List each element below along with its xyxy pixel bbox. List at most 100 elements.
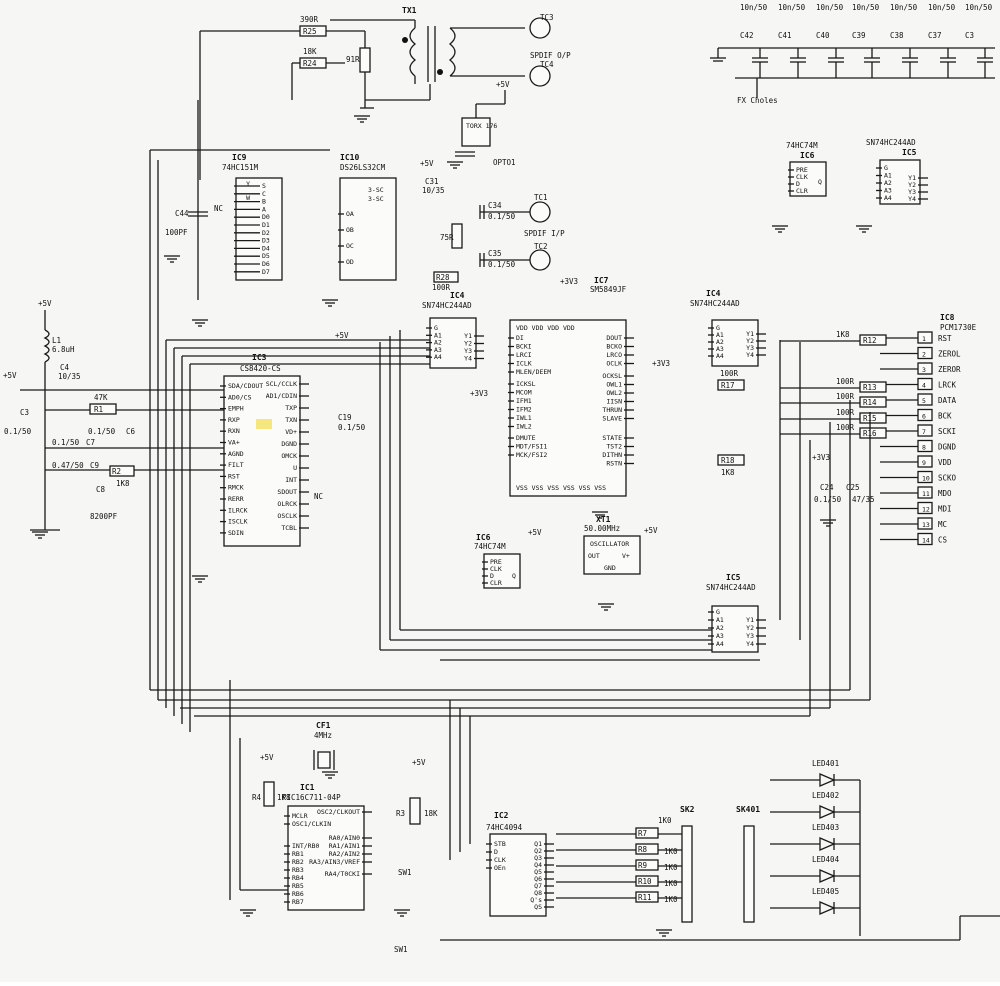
ic7-pin-label: RSTN	[606, 460, 622, 468]
ic4a-part: SN74HC244AD	[422, 301, 472, 310]
ic7-pin-label: TST2	[606, 443, 622, 451]
ic6a-pin-label: D	[796, 180, 800, 188]
output-resistors: 390R R25 18K R24 91R	[199, 15, 431, 180]
cap-ref: C37	[928, 31, 942, 40]
ic6b-5v: +5V	[528, 528, 542, 537]
ic9-pin-label: B	[262, 198, 266, 206]
c34-ref: C34	[488, 201, 502, 210]
ic4a-pin-label: Y3	[464, 347, 472, 355]
ic1-pin-label: RA1/AIN1	[329, 842, 360, 850]
led-label: LED402	[812, 791, 839, 800]
ic6b-pin-label: CLK	[490, 565, 502, 573]
ic10-pin-label: OB	[346, 226, 354, 234]
ic7-pin-label: DOUT	[606, 334, 622, 342]
ic8-pin-number: 1	[922, 335, 926, 343]
ic7-pin-label: IFM1	[516, 397, 532, 405]
ic7-3v3: +3V3	[560, 277, 578, 286]
ic8-pin-label: ZEROL	[938, 350, 961, 359]
series-resistor-value: 100R	[836, 377, 855, 386]
c4-ref: C4	[60, 363, 70, 372]
c24-value: 0.1/50	[814, 495, 842, 504]
tx1-ref: TX1	[402, 6, 417, 15]
ic5a-pin-label: A1	[884, 172, 892, 180]
l1-ref: L1	[52, 336, 61, 345]
r3-5v: +5V	[412, 758, 426, 767]
ic3-5v: +5V	[335, 331, 349, 340]
ic5a-pin-label: A4	[884, 194, 892, 202]
c9-ref: C9	[90, 461, 99, 470]
ic6b-pin-label: Q	[512, 572, 516, 580]
sw1-label-a: SW1	[398, 868, 412, 877]
ic1-pin-label: RB7	[292, 898, 304, 906]
ic10-5v: +5V	[420, 159, 434, 168]
sk401-connector: SK401	[736, 805, 760, 923]
ic2-pin-label: OEn	[494, 864, 506, 872]
ic8-pin-label: MDI	[938, 505, 952, 514]
ic6a-ref: IC6	[800, 151, 815, 160]
ic8-pin-label: ZEROR	[938, 365, 961, 374]
ic7-pin-label: IFM2	[516, 406, 532, 414]
ic3-pin-label: TCBL	[281, 524, 297, 532]
ic3-pin-label: RXN	[228, 427, 240, 435]
ic4b-part: SN74HC244AD	[690, 299, 740, 308]
ic2-pin-label: CLK	[494, 856, 506, 864]
ic3-part: CS8420-CS	[240, 364, 281, 373]
xt1-oscillator: XT1 50.00MHz OSCILLATOR OUT V+ GND +5V	[583, 515, 658, 575]
fixing-holes-note: FX Choles	[737, 96, 778, 105]
ic7-pin-label: IWL1	[516, 414, 532, 422]
ic7-ref: IC7	[594, 276, 609, 285]
ic1-pin-label: RB1	[292, 850, 304, 858]
ic5b-pin-label: Y2	[746, 624, 754, 632]
r25-ref: R25	[303, 27, 317, 36]
ic6a-part: 74HC74M	[786, 141, 818, 150]
ic1-5v: +5V	[260, 753, 274, 762]
ic7-filter: IC7 SM5849JF +3V3 VDD VDD VDD VDD VSS VS…	[470, 276, 670, 497]
r25-value: 390R	[300, 15, 319, 24]
tc2-jack	[529, 249, 551, 271]
ic7-pin-label: OCLK	[606, 360, 622, 368]
ic1-pin-label: RB6	[292, 890, 304, 898]
r1-ref: R1	[94, 405, 103, 414]
tc3-jack	[529, 17, 551, 39]
ic8-pin-number: 5	[922, 397, 926, 405]
ic1-pin-label: RA3/AIN3/VREF	[309, 858, 360, 866]
ic6b-pin-label: PRE	[490, 558, 502, 566]
ic9-part: 74HC151M	[222, 163, 259, 172]
ic10-pin-label: 3-SC	[368, 195, 384, 203]
series-resistor-value: 100R	[836, 423, 855, 432]
ic6a-pin-label: CLK	[796, 173, 808, 181]
c34-value: 0.1/50	[488, 212, 516, 221]
ic8-pin-label: RST	[938, 334, 952, 343]
r18-value: 1K8	[721, 468, 735, 477]
ic4b-pin-label: Y1	[746, 330, 754, 338]
ic6a-pin-label: CLR	[796, 187, 808, 195]
ic5a-pin-label: G	[884, 164, 888, 172]
ic7-pin-label: OCKSL	[602, 372, 622, 380]
decoupling-cap-bank: 10n/50C4210n/50C4110n/50C4010n/50C3910n/…	[710, 3, 995, 105]
ic2-pin-label: STB	[494, 840, 506, 848]
r1-value: 47K	[94, 393, 108, 402]
ic4a-ref: IC4	[450, 291, 465, 300]
ic2-part: 74HC4094	[486, 823, 523, 832]
ic7-pin-label: STATE	[602, 434, 622, 442]
cap-value: 10n/50	[890, 3, 918, 12]
ic3-analog-front: +5V L1 6.8uH +5V C4 10/35 C3 0.1/50 R1 4…	[3, 299, 224, 531]
c6-ref: C6	[126, 427, 136, 436]
c19-ref: C19	[338, 413, 352, 422]
ic7-vss: VSS VSS VSS VSS VSS VSS	[516, 484, 606, 492]
ic8-pin-number: 12	[922, 506, 930, 514]
xt1-5v: +5V	[644, 526, 658, 535]
ic2-pin-label: Q4	[534, 861, 542, 869]
tc3-label: TC3	[540, 13, 554, 22]
led-resistor-ref: R11	[638, 893, 652, 902]
ic1-microcontroller: IC1 PIC16C711-04P MCLROSC1/CLKININT/RB0R…	[252, 753, 438, 954]
ic3-pin-label: OSCLK	[277, 512, 297, 520]
spdif-out-connector: TC3 TC4 SPDIF O/P	[529, 13, 571, 87]
c8-ref: C8	[96, 485, 106, 494]
series-resistor-value: 1K8	[836, 330, 850, 339]
ic9-pin-label: C	[262, 190, 266, 198]
series-resistor-value: 100R	[836, 392, 855, 401]
ic9-pin-label: D4	[262, 244, 270, 252]
ic7-pin-label: BCKO	[606, 343, 622, 351]
